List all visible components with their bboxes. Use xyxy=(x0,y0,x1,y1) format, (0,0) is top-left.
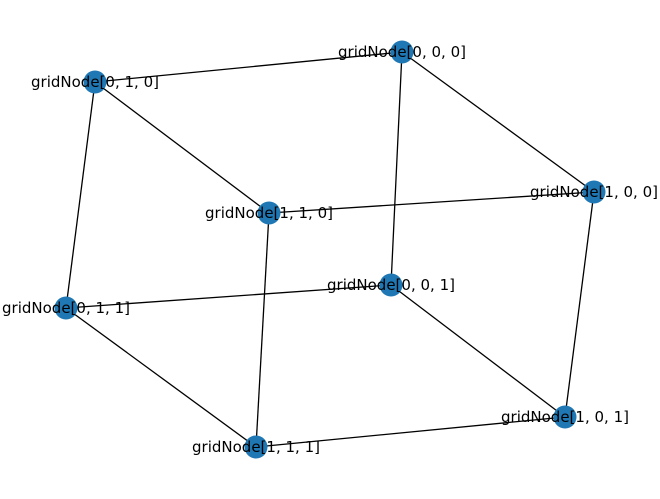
node-n010 xyxy=(83,70,107,94)
node-label-n011: gridNode[0, 1, 1] xyxy=(2,299,130,317)
edge-n101-n111 xyxy=(255,416,566,448)
labels-layer: gridNode[0, 0, 0] gridNode[0, 1, 0] gridNo… xyxy=(2,43,658,456)
edges-layer xyxy=(65,51,595,448)
node-label-n010: gridNode[0, 1, 0] xyxy=(31,73,159,91)
edge-n010-n011 xyxy=(65,81,96,309)
node-label-n111: gridNode[1, 1, 1] xyxy=(192,438,320,456)
node-n111 xyxy=(244,435,268,459)
edge-n100-n110 xyxy=(268,191,595,214)
node-label-n100: gridNode[1, 0, 0] xyxy=(530,183,658,201)
edge-n011-n111 xyxy=(65,307,257,448)
node-n101 xyxy=(553,405,577,429)
edge-n000-n100 xyxy=(401,51,595,193)
edge-n000-n001 xyxy=(390,51,403,286)
edge-n000-n010 xyxy=(94,51,403,83)
node-n100 xyxy=(582,180,606,204)
edge-n100-n101 xyxy=(564,191,595,418)
edge-n001-n011 xyxy=(65,284,392,309)
edge-n001-n101 xyxy=(390,284,566,418)
node-n110 xyxy=(257,201,281,225)
node-label-n101: gridNode[1, 0, 1] xyxy=(501,408,629,426)
nodes-layer xyxy=(54,40,606,459)
node-n000 xyxy=(390,40,414,64)
node-label-n110: gridNode[1, 1, 0] xyxy=(205,204,333,222)
edge-n010-n110 xyxy=(94,81,270,214)
edge-n110-n111 xyxy=(255,212,270,448)
node-label-n000: gridNode[0, 0, 0] xyxy=(338,43,466,61)
node-n001 xyxy=(379,273,403,297)
node-n011 xyxy=(54,296,78,320)
node-label-n001: gridNode[0, 0, 1] xyxy=(327,276,455,294)
